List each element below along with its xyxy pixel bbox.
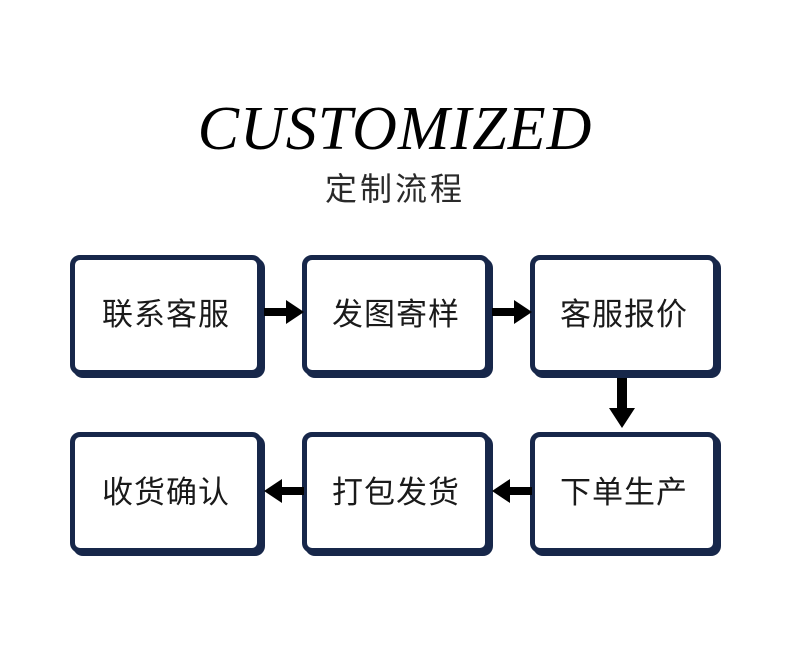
arrow-left-icon	[264, 479, 304, 503]
flow-node-label: 客服报价	[560, 297, 688, 333]
flow-node-step-3[interactable]: 客服报价	[530, 255, 718, 375]
flow-node-step-1[interactable]: 联系客服	[70, 255, 262, 375]
flow-node-step-5[interactable]: 打包发货	[302, 432, 490, 553]
page-subtitle: 定制流程	[324, 170, 465, 208]
arrow-left-icon	[492, 479, 532, 503]
flow-node-step-4[interactable]: 下单生产	[530, 432, 718, 553]
arrow-right-icon	[492, 300, 532, 324]
flow-node-step-6[interactable]: 收货确认	[70, 432, 262, 553]
title-block: CUSTOMIZED 定制流程	[0, 96, 790, 208]
flow-node-label: 打包发货	[332, 474, 460, 511]
page-title: CUSTOMIZED	[197, 95, 593, 163]
flow-node-step-2[interactable]: 发图寄样	[302, 255, 490, 375]
arrow-down-icon	[609, 378, 635, 428]
flow-node-label: 收货确认	[102, 474, 230, 511]
arrow-right-icon	[264, 300, 304, 324]
flow-node-label: 联系客服	[102, 297, 230, 333]
flow-node-label: 发图寄样	[332, 297, 460, 333]
flow-node-label: 下单生产	[560, 474, 688, 511]
